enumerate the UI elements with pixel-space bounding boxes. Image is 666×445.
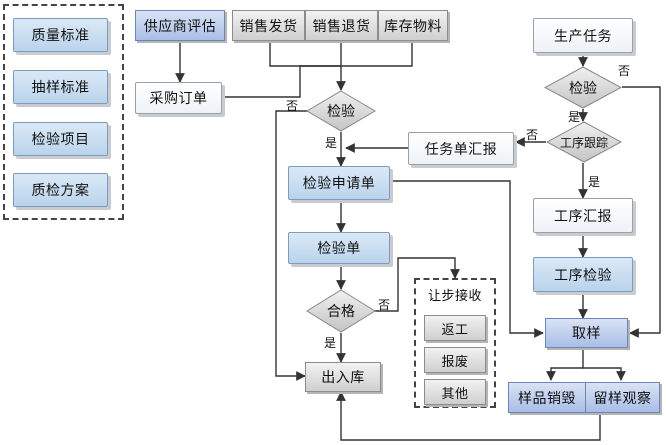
concession-panel bbox=[414, 278, 496, 408]
sample-destroy[interactable]: 样品销毁 bbox=[508, 382, 586, 413]
production-inspect-yes-label: 是 bbox=[568, 110, 581, 124]
qualified-no-label: 否 bbox=[378, 298, 391, 312]
qualified-decision[interactable]: 合格 bbox=[306, 289, 376, 333]
production-inspect-decision[interactable]: 检验 bbox=[544, 66, 622, 109]
process-report[interactable]: 工序汇报 bbox=[533, 198, 633, 233]
inspection-items[interactable]: 检验项目 bbox=[13, 122, 108, 156]
line-sampling-split-2 bbox=[583, 367, 626, 381]
inventory-materials[interactable]: 库存物料 bbox=[378, 10, 448, 41]
process-inspection[interactable]: 工序检验 bbox=[533, 257, 633, 292]
line-inspect-no bbox=[275, 110, 308, 381]
quality-standard[interactable]: 质量标准 bbox=[13, 18, 108, 52]
diamond-shape-icon bbox=[546, 121, 622, 163]
production-inspect-no-label: 否 bbox=[618, 64, 631, 78]
qualified-label: 合格 bbox=[327, 304, 355, 320]
sales-delivery[interactable]: 销售发货 bbox=[232, 10, 305, 41]
supplier-evaluation[interactable]: 供应商评估 bbox=[135, 10, 225, 41]
diamond-shape-icon bbox=[544, 66, 622, 109]
inspect-decision[interactable]: 检验 bbox=[306, 90, 376, 132]
purchase-order[interactable]: 采购订单 bbox=[135, 82, 222, 114]
scrap-button[interactable]: 报废 bbox=[424, 347, 486, 373]
diamond-shape-icon bbox=[306, 289, 376, 333]
task-report[interactable]: 任务单汇报 bbox=[408, 132, 514, 165]
line-request-to-sampling bbox=[390, 180, 544, 338]
process-tracking-yes-label: 是 bbox=[588, 175, 601, 189]
warehouse-in-out[interactable]: 出入库 bbox=[305, 362, 381, 392]
line-sampling-split bbox=[546, 348, 584, 381]
other-button[interactable]: 其他 bbox=[424, 379, 486, 405]
line-qualified-no bbox=[374, 257, 460, 312]
inspection-request[interactable]: 检验申请单 bbox=[288, 166, 390, 200]
rework-button[interactable]: 返工 bbox=[424, 315, 486, 341]
process-tracking-decision[interactable]: 工序跟踪 bbox=[546, 121, 622, 163]
line-top-row-merge-3 bbox=[341, 41, 413, 67]
inspect-decision-label: 检验 bbox=[327, 104, 355, 120]
diamond-shape-icon bbox=[306, 90, 376, 132]
inspection-plan[interactable]: 质检方案 bbox=[13, 173, 108, 207]
standards-panel bbox=[3, 4, 124, 220]
line-bottom-return bbox=[336, 391, 601, 441]
sales-return[interactable]: 销售退货 bbox=[305, 10, 378, 41]
production-task[interactable]: 生产任务 bbox=[533, 18, 633, 53]
line-top-row-merge bbox=[269, 41, 341, 67]
inspection-sheet[interactable]: 检验单 bbox=[288, 232, 390, 264]
qualified-yes-label: 是 bbox=[324, 336, 337, 350]
line-production-inspect-no bbox=[622, 86, 661, 338]
sampling-standard[interactable]: 抽样标准 bbox=[13, 70, 108, 104]
inspect-yes-label: 是 bbox=[325, 136, 338, 150]
inspect-no-label: 否 bbox=[286, 99, 299, 113]
sampling[interactable]: 取样 bbox=[545, 318, 628, 348]
production-inspect-label: 检验 bbox=[569, 80, 597, 97]
sample-keep[interactable]: 留样观察 bbox=[585, 382, 660, 413]
process-tracking-no-label: 否 bbox=[526, 128, 539, 142]
concession-title: 让步接收 bbox=[427, 288, 482, 304]
process-tracking-label: 工序跟踪 bbox=[559, 135, 608, 150]
